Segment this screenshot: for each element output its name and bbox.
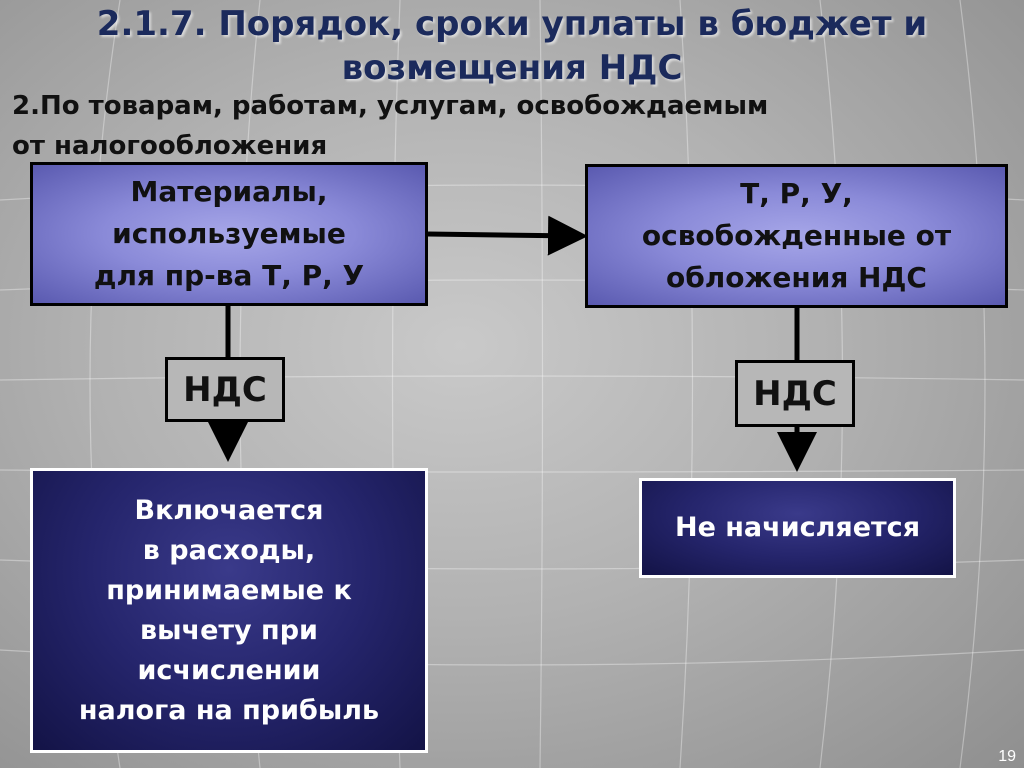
not-charged-box: Не начисляется <box>639 478 956 578</box>
materials-line-1: Материалы, <box>130 175 328 208</box>
exempt-goods-box: Т, Р, У, освобожденные от обложения НДС <box>585 164 1008 308</box>
subtitle-line-2: от налогообложения <box>12 131 328 161</box>
exempt-line-2: освобожденные от <box>641 219 952 252</box>
result-line-1: Включается <box>134 494 324 526</box>
materials-line-3: для пр-ва Т, Р, У <box>93 259 365 292</box>
not-charged-label: Не начисляется <box>674 512 921 543</box>
left-nds-box: НДС <box>165 357 285 422</box>
included-in-expenses-box: Включается в расходы, принимаемые к выче… <box>30 468 428 753</box>
arrow-materials-to-exempt <box>427 215 588 256</box>
result-line-6: налога на прибыль <box>78 694 380 726</box>
result-line-5: исчислении <box>137 654 321 686</box>
right-nds-label: НДС <box>753 373 837 414</box>
left-nds-label: НДС <box>183 369 267 410</box>
title-line-2: возмещения НДС <box>341 48 683 88</box>
materials-line-2: используемые <box>112 217 346 250</box>
exempt-line-3: обложения НДС <box>665 261 927 294</box>
slide-subtitle: 2.По товарам, работам, услугам, освобожд… <box>12 86 1012 166</box>
exempt-line-1: Т, Р, У, <box>740 177 853 210</box>
title-line-1: 2.1.7. Порядок, сроки уплаты в бюджет и <box>96 4 928 44</box>
page-number: 19 <box>998 748 1016 765</box>
subtitle-line-1: 2.По товарам, работам, услугам, освобожд… <box>12 91 769 121</box>
right-nds-box: НДС <box>735 360 855 427</box>
materials-box: Материалы, используемые для пр-ва Т, Р, … <box>30 162 428 306</box>
result-line-3: принимаемые к <box>106 574 352 606</box>
slide-title: 2.1.7. Порядок, сроки уплаты в бюджет и … <box>0 2 1024 90</box>
result-line-4: вычету при <box>140 614 318 646</box>
result-line-2: в расходы, <box>142 534 316 566</box>
